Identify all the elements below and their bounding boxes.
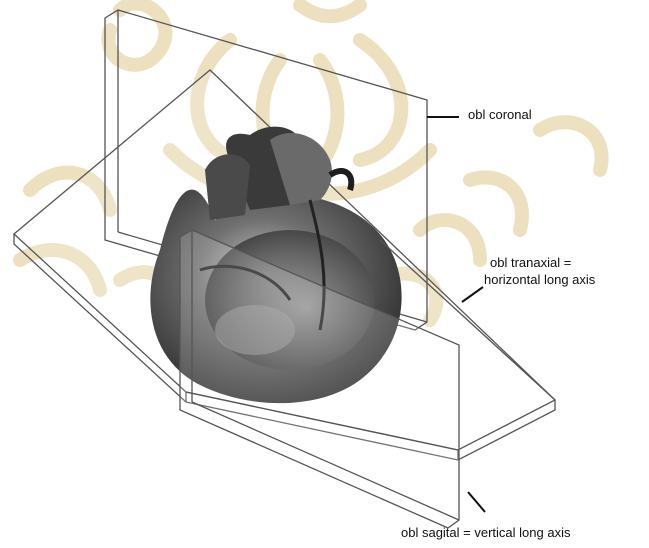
transaxial-leader-line (462, 287, 483, 302)
transaxial-label-line1: obl tranaxial = (490, 255, 571, 270)
sagittal-leader-line (468, 492, 485, 512)
coronal-label: obl coronal (468, 107, 532, 122)
sagittal-label: obl sagital = vertical long axis (401, 525, 570, 540)
transaxial-label-line2: horizontal long axis (484, 272, 595, 287)
